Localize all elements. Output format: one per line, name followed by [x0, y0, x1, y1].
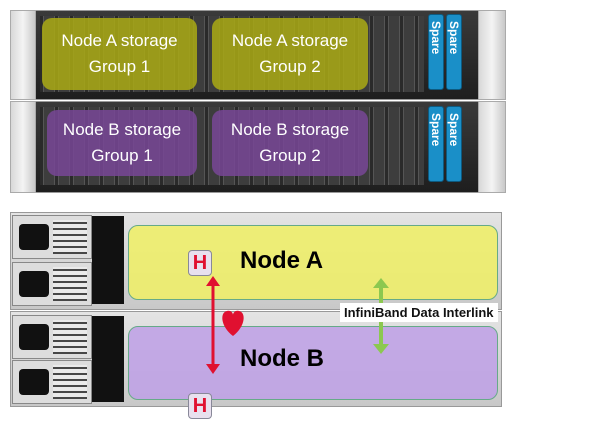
power-supply — [12, 315, 92, 359]
fan-grille — [53, 365, 87, 399]
node-b-area — [128, 326, 498, 400]
group-label-line2: Group 2 — [259, 57, 321, 76]
group-label-line2: Group 1 — [88, 57, 151, 76]
chassis-ear-right — [478, 101, 506, 193]
node-b-label: Node B — [240, 345, 324, 372]
group-label-line1: Node A storage — [61, 31, 178, 50]
fan-grille — [53, 220, 87, 254]
group-label-line1: Node A storage — [231, 31, 349, 50]
node-a-storage-group-1: Node A storage Group 1 — [42, 18, 197, 90]
infiniband-interlink-label: InfiniBand Data Interlink — [340, 303, 498, 322]
power-supply — [12, 360, 92, 404]
heartbeat-badge-bottom: H — [188, 393, 212, 419]
power-socket-icon — [19, 324, 49, 350]
heart-icon — [222, 310, 244, 336]
drive-slots — [92, 316, 124, 402]
chassis-ear-right — [478, 10, 506, 100]
group-label-line2: Group 2 — [259, 146, 321, 165]
node-a-label: Node A — [240, 247, 324, 274]
group-label-line2: Group 1 — [91, 146, 153, 165]
node-b-storage-group-2: Node B storage Group 2 — [212, 110, 368, 176]
node-a-storage-group-2: Node A storage Group 2 — [212, 18, 368, 90]
spare-drive: Spare — [446, 106, 462, 182]
power-supply — [12, 215, 92, 259]
power-socket-icon — [19, 369, 49, 395]
group-label-line1: Node B storage — [62, 120, 182, 139]
group-label-line1: Node B storage — [230, 120, 350, 139]
spare-drive: Spare — [446, 14, 462, 90]
spare-drive: Spare — [428, 14, 444, 90]
fan-grille — [53, 320, 87, 354]
spare-drive: Spare — [428, 106, 444, 182]
chassis-ear-left — [10, 101, 36, 193]
chassis-ear-left — [10, 10, 36, 100]
power-socket-icon — [19, 224, 49, 250]
power-supply — [12, 262, 92, 306]
power-socket-icon — [19, 271, 49, 297]
node-b-storage-group-1: Node B storage Group 1 — [47, 110, 197, 176]
drive-slots — [92, 216, 124, 304]
heartbeat-arrow — [206, 276, 220, 374]
fan-grille — [53, 267, 87, 301]
heartbeat-badge-top: H — [188, 250, 212, 276]
